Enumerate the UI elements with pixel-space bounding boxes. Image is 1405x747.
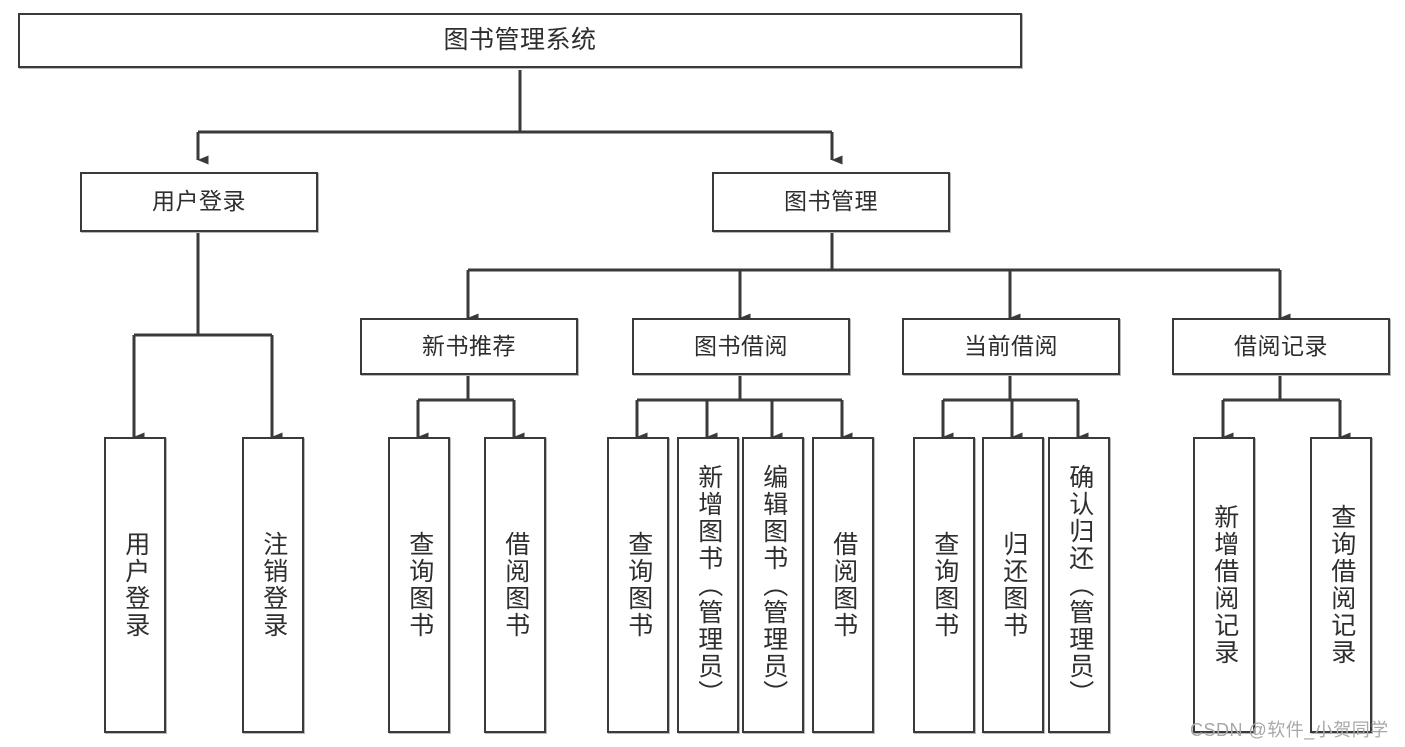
watermark-text: CSDN @软件_小贺同学 xyxy=(1190,720,1389,740)
node-label: 新增借阅记录 xyxy=(1210,504,1239,666)
node-label: 新增图书（管理员） xyxy=(694,463,723,707)
node-label: 图书管理系统 xyxy=(443,25,597,54)
node-new-book-recommend[interactable]: 新书推荐 xyxy=(360,318,578,375)
leaf-borrow-record-query[interactable]: 查询借阅记录 xyxy=(1310,437,1372,733)
node-label: 查询借阅记录 xyxy=(1327,504,1356,666)
node-book-management[interactable]: 图书管理 xyxy=(712,172,950,232)
leaf-current-borrow-query[interactable]: 查询图书 xyxy=(913,437,975,733)
node-label: 查询图书 xyxy=(624,531,653,639)
node-book-borrow[interactable]: 图书借阅 xyxy=(632,318,850,375)
node-borrow-record[interactable]: 借阅记录 xyxy=(1172,318,1390,375)
node-label: 编辑图书（管理员） xyxy=(759,463,788,707)
leaf-book-borrow-edit[interactable]: 编辑图书（管理员） xyxy=(742,437,804,733)
node-label: 查询图书 xyxy=(930,531,959,639)
node-current-borrow[interactable]: 当前借阅 xyxy=(902,318,1120,375)
node-label: 当前借阅 xyxy=(964,332,1058,359)
node-label: 借阅图书 xyxy=(829,531,858,639)
node-label: 图书管理 xyxy=(784,188,878,215)
node-label: 归还图书 xyxy=(999,531,1028,639)
leaf-current-borrow-confirm-return[interactable]: 确认归还（管理员） xyxy=(1048,437,1110,733)
leaf-user-login-logout[interactable]: 注销登录 xyxy=(242,437,304,733)
leaf-user-login-signin[interactable]: 用户登录 xyxy=(104,437,166,733)
node-label: 借阅图书 xyxy=(501,531,530,639)
node-label: 新书推荐 xyxy=(422,332,516,359)
node-user-login[interactable]: 用户登录 xyxy=(80,172,318,232)
leaf-book-borrow-add[interactable]: 新增图书（管理员） xyxy=(677,437,739,733)
node-label: 用户登录 xyxy=(121,531,150,639)
leaf-book-borrow-query[interactable]: 查询图书 xyxy=(607,437,669,733)
leaf-current-borrow-return[interactable]: 归还图书 xyxy=(982,437,1044,733)
leaf-new-book-borrow[interactable]: 借阅图书 xyxy=(484,437,546,733)
node-label: 图书借阅 xyxy=(694,332,788,359)
node-label: 确认归还（管理员） xyxy=(1065,463,1094,707)
node-label: 注销登录 xyxy=(259,531,288,639)
node-label: 用户登录 xyxy=(152,188,246,215)
leaf-new-book-query[interactable]: 查询图书 xyxy=(388,437,450,733)
node-book-management-system[interactable]: 图书管理系统 xyxy=(18,13,1022,68)
node-label: 查询图书 xyxy=(405,531,434,639)
leaf-borrow-record-add[interactable]: 新增借阅记录 xyxy=(1193,437,1255,733)
node-label: 借阅记录 xyxy=(1234,332,1328,359)
leaf-book-borrow-lend[interactable]: 借阅图书 xyxy=(812,437,874,733)
